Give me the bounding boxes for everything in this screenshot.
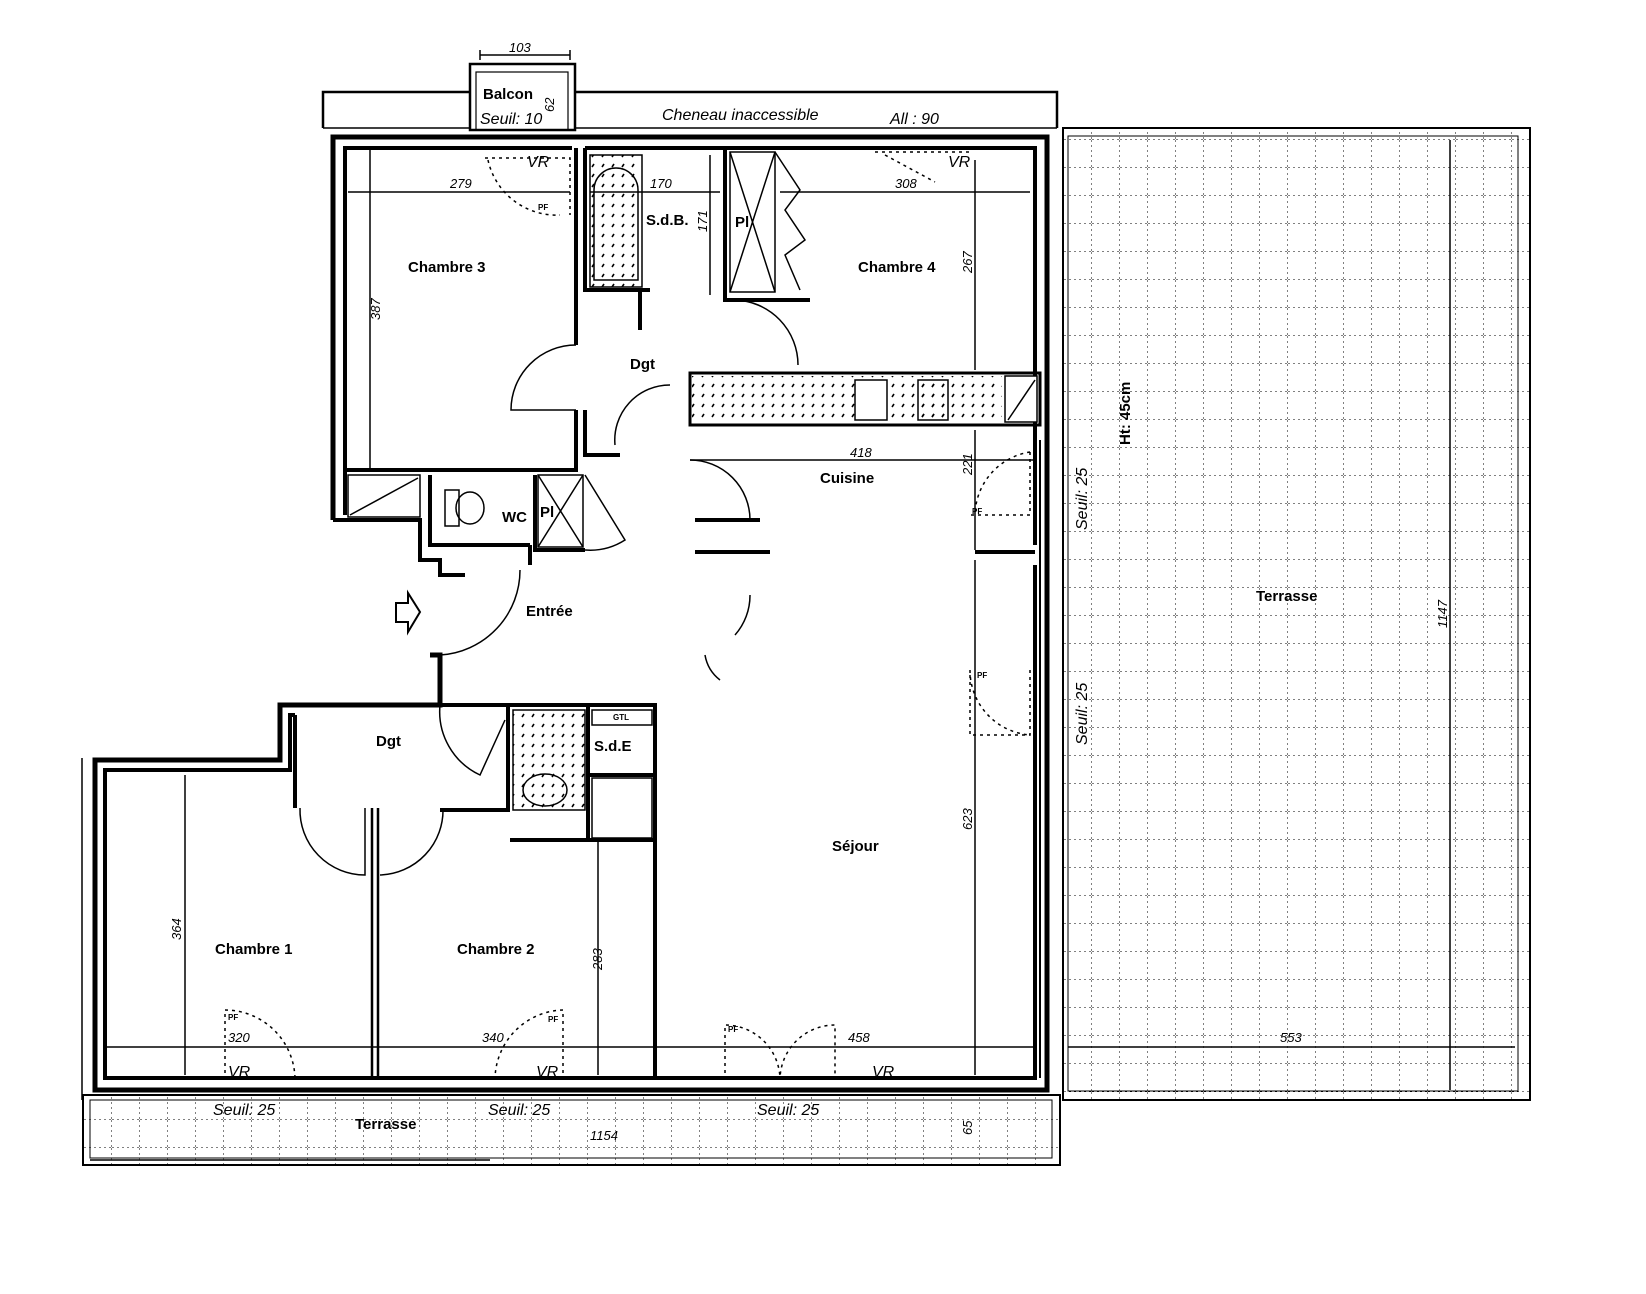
dim-balcon-width: 103 xyxy=(509,40,531,55)
dim-cuisine-width: 418 xyxy=(850,445,872,460)
room-label-chambre-4: Chambre 4 xyxy=(858,259,936,276)
note-pf: PF xyxy=(538,203,548,212)
room-label-sejour: Séjour xyxy=(832,838,879,855)
interior-walls xyxy=(293,148,1042,1078)
dim-terrasse-bottom-depth: 65 xyxy=(960,1120,975,1135)
note-vr: VR xyxy=(527,154,550,171)
closets xyxy=(347,151,807,839)
room-label-chambre-2: Chambre 2 xyxy=(457,941,535,958)
note-pl-sdb: Pl xyxy=(735,214,749,231)
note-vr: VR xyxy=(948,154,971,171)
dim-ch1-depth: 364 xyxy=(169,918,184,940)
room-label-balcon: Balcon xyxy=(483,86,533,103)
note-seuil-sejour: Seuil: 25 xyxy=(757,1102,819,1119)
room-label-dgt-top: Dgt xyxy=(630,356,655,373)
note-pf: PF xyxy=(972,507,982,516)
room-label-terrasse-right: Terrasse xyxy=(1256,588,1317,605)
balcony xyxy=(468,50,577,132)
window-swings xyxy=(224,151,1031,1081)
dim-sdb-depth: 171 xyxy=(695,210,710,232)
room-label-sdb: S.d.B. xyxy=(646,212,689,229)
kitchen-counter xyxy=(692,375,1038,423)
dim-ch4-depth: 267 xyxy=(960,251,975,274)
note-pf: PF xyxy=(977,671,987,680)
note-seuil-ch2: Seuil: 25 xyxy=(488,1102,550,1119)
room-label-terrasse-bottom: Terrasse xyxy=(355,1116,416,1133)
note-allege: All : 90 xyxy=(889,111,939,128)
note-vr: VR xyxy=(536,1064,559,1081)
dim-ch3-depth: 387 xyxy=(368,298,383,320)
note-pf: PF xyxy=(548,1015,558,1024)
note-vr: VR xyxy=(228,1064,251,1081)
terrace-right xyxy=(1062,127,1531,1101)
note-vr: VR xyxy=(872,1064,895,1081)
dim-cuisine-depth: 221 xyxy=(960,453,975,476)
dim-ch3-width: 279 xyxy=(449,176,472,191)
note-seuil-cuisine: Seuil: 25 xyxy=(1074,468,1091,530)
note-pf: PF xyxy=(728,1025,738,1034)
dim-terrasse-right-width: 553 xyxy=(1280,1030,1302,1045)
dim-sdb-width: 170 xyxy=(650,176,672,191)
dim-sejour-width: 458 xyxy=(848,1030,870,1045)
note-pf: PF xyxy=(228,1013,238,1022)
note-gtl: GTL xyxy=(613,713,629,722)
terrace-bottom xyxy=(82,1094,1061,1166)
dim-balcon-depth: 62 xyxy=(542,97,557,112)
note-seuil-balcon: Seuil: 10 xyxy=(480,111,542,128)
room-label-cuisine: Cuisine xyxy=(820,470,874,487)
room-label-sde: S.d.E xyxy=(594,738,632,755)
dim-ch2-depth: 283 xyxy=(590,948,605,971)
note-ht: Ht: 45cm xyxy=(1117,382,1134,445)
dimension-labels: 103 62 279 387 170 171 308 267 418 221 6… xyxy=(169,40,1450,1143)
room-label-entree: Entrée xyxy=(526,603,573,620)
room-label-dgt-bottom: Dgt xyxy=(376,733,401,750)
note-seuil-sejour-right: Seuil: 25 xyxy=(1074,683,1091,745)
note-seuil-ch1: Seuil: 25 xyxy=(213,1102,275,1119)
dim-terrasse-bottom-width: 1154 xyxy=(590,1128,618,1143)
cheneau xyxy=(321,90,1059,129)
entrance-arrow-icon xyxy=(395,589,422,636)
room-label-chambre-3: Chambre 3 xyxy=(408,259,486,276)
shower-tiles xyxy=(512,709,586,811)
dim-ch2-width: 340 xyxy=(482,1030,504,1045)
dim-terrasse-right-depth: 1147 xyxy=(1435,599,1450,628)
notes: Cheneau inaccessible All : 90 Seuil: 10 … xyxy=(213,107,1134,1119)
door-swings xyxy=(299,299,799,876)
dim-ch1-width: 320 xyxy=(228,1030,250,1045)
room-label-wc: WC xyxy=(502,509,527,526)
bathtub xyxy=(589,154,643,288)
dim-sejour-depth: 623 xyxy=(960,808,975,830)
room-label-chambre-1: Chambre 1 xyxy=(215,941,293,958)
wc-toilet xyxy=(444,489,485,527)
room-labels: Balcon Chambre 3 S.d.B. Chambre 4 Dgt Cu… xyxy=(215,86,1317,1133)
note-cheneau: Cheneau inaccessible xyxy=(662,107,819,124)
note-pl-wc: Pl xyxy=(540,504,554,521)
dim-ch4-width: 308 xyxy=(895,176,917,191)
dimension-lines xyxy=(90,140,1515,1161)
